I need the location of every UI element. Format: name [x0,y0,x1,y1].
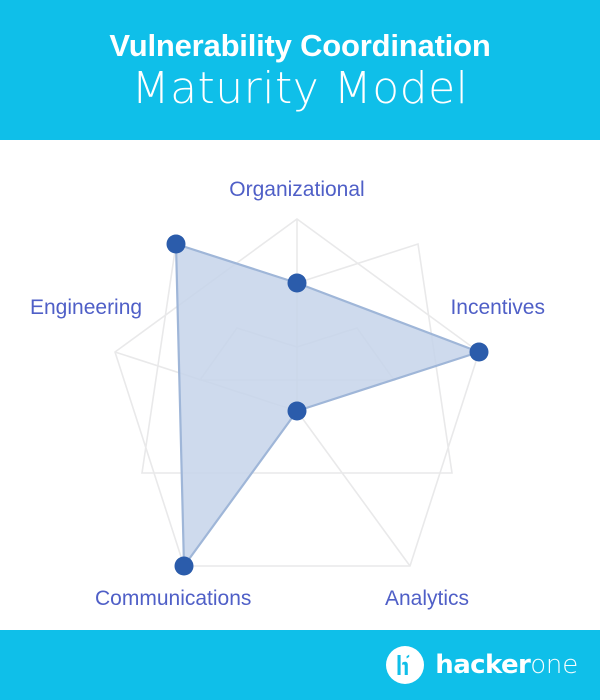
hackerone-logo-text: hackerone [435,652,578,678]
logo-text-bold: hacker [435,650,531,680]
logo-text-light: one [530,650,578,680]
data-point-engineering[interactable] [166,234,186,254]
axis-label-engineering: Engineering [30,296,142,319]
hackerone-logo[interactable]: hackerone [386,644,578,686]
footer-banner: hackerone [0,630,600,700]
radar-data-points [166,234,489,576]
spoke-analytics [296,410,411,567]
radar-axis-labels: Organizational Incentives Analytics Comm… [30,178,545,610]
hackerone-logo-mark-icon [386,646,425,684]
header-banner: Vulnerability Coordination Maturity Mode… [0,0,600,140]
radar-chart-area: Organizational Incentives Analytics Comm… [0,140,600,630]
radar-series-maturity [174,242,481,568]
axis-label-incentives: Incentives [450,296,545,319]
axis-label-organizational: Organizational [229,178,364,201]
page-subtitle: Maturity Model [131,62,469,114]
data-point-incentives[interactable] [469,342,489,362]
radar-series-area [174,242,481,568]
page-title: Vulnerability Coordination [109,27,491,63]
data-point-organizational[interactable] [287,273,307,293]
axis-label-communications: Communications [95,587,251,610]
axis-label-analytics: Analytics [385,587,469,610]
data-point-communications[interactable] [174,556,194,576]
data-point-analytics[interactable] [287,401,307,421]
radar-chart: Organizational Incentives Analytics Comm… [30,178,545,610]
radar-ring-3 [114,218,480,567]
